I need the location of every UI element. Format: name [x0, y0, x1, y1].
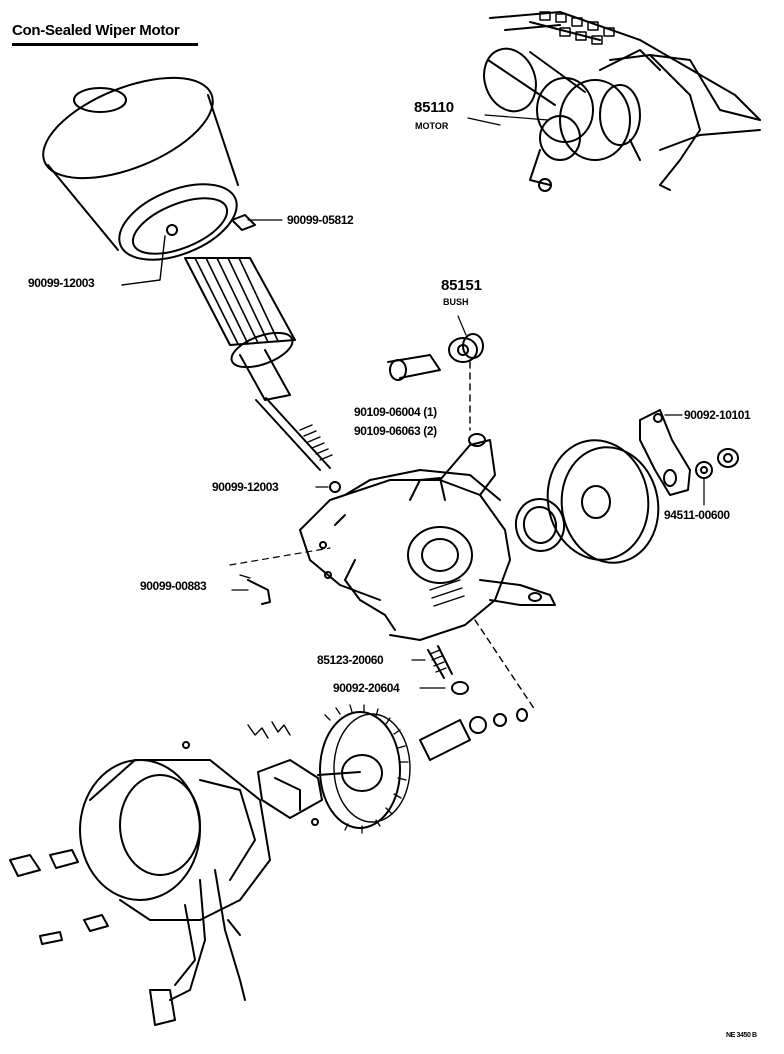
- brush-holder: [182, 721, 323, 826]
- page-title: Con-Sealed Wiper Motor: [12, 22, 180, 39]
- armature: [184, 257, 341, 493]
- bolt-2-part-number: 90109-06063 (2): [354, 424, 437, 438]
- bolt-1-part-number: 90109-06004 (1): [354, 405, 437, 419]
- gasket-part-number: 90099-05812: [287, 213, 354, 227]
- screw-and-spring: [231, 574, 469, 695]
- washer-part-number: 94511-00600: [664, 508, 730, 522]
- bush-part-name: BUSH: [443, 297, 469, 307]
- cap-nut-part-number: 90092-20604: [333, 681, 400, 695]
- motor-yoke: [42, 76, 256, 286]
- bush-assembly: [387, 333, 484, 431]
- motor-part-name: MOTOR: [415, 121, 449, 131]
- bush-part-number: 85151: [441, 277, 482, 294]
- title-underline: [12, 43, 198, 46]
- gear-housing: [229, 433, 556, 711]
- figure-code: NE 3450 B: [726, 1032, 757, 1039]
- nut-part-number: 90092-10101: [684, 408, 751, 422]
- motor-part-number: 85110: [414, 99, 454, 116]
- upper-ball-part-number: 90099-12003: [28, 276, 95, 290]
- end-frame: [9, 759, 271, 1026]
- screw-part-number: 90099-00883: [140, 579, 207, 593]
- leader-lines: [247, 117, 705, 506]
- gear-cover: [514, 409, 739, 564]
- lower-ball-part-number: 90099-12003: [212, 480, 279, 494]
- spring-part-number: 85123-20060: [317, 653, 384, 667]
- installed-motor-inset: [483, 11, 761, 192]
- output-gear: [317, 704, 528, 834]
